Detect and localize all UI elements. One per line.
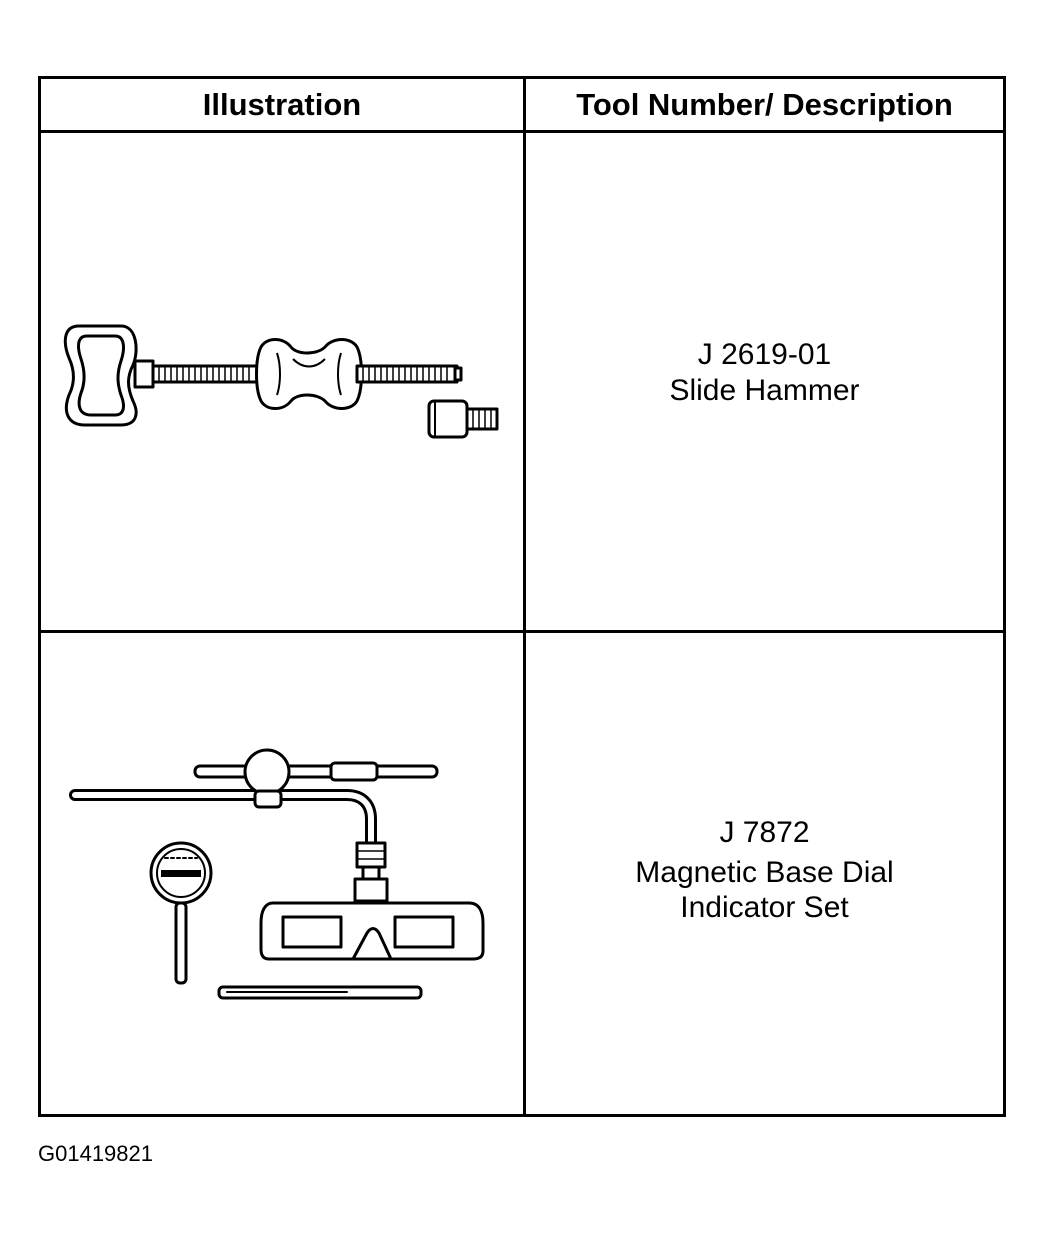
tool-number-label: J 7872	[719, 816, 810, 849]
tool-table: Illustration Tool Number/ Description	[38, 76, 1006, 1117]
table-row-1-illustration	[41, 133, 523, 630]
tool-number-label: J 2619-01	[697, 338, 832, 371]
table-row-2-illustration	[41, 633, 523, 1114]
description-column-header: Tool Number/ Description	[576, 87, 953, 122]
dial-indicator-set-icon	[69, 748, 485, 1000]
column-divider	[523, 79, 526, 1114]
tool-description-label: Slide Hammer	[669, 374, 860, 407]
row-divider	[41, 630, 1003, 633]
tool-description-label: Magnetic Base Dial Indicator Set	[635, 856, 894, 924]
illustration-column-header: Illustration	[202, 87, 362, 122]
table-row-1-description: J 2619-01 Slide Hammer	[526, 133, 1003, 630]
table-header-row: Illustration Tool Number/ Description	[41, 79, 1003, 133]
slide-hammer-icon	[63, 324, 499, 439]
table-row-2-description: J 7872 Magnetic Base Dial Indicator Set	[526, 633, 1003, 1114]
figure-id-label: G01419821	[38, 1141, 153, 1166]
